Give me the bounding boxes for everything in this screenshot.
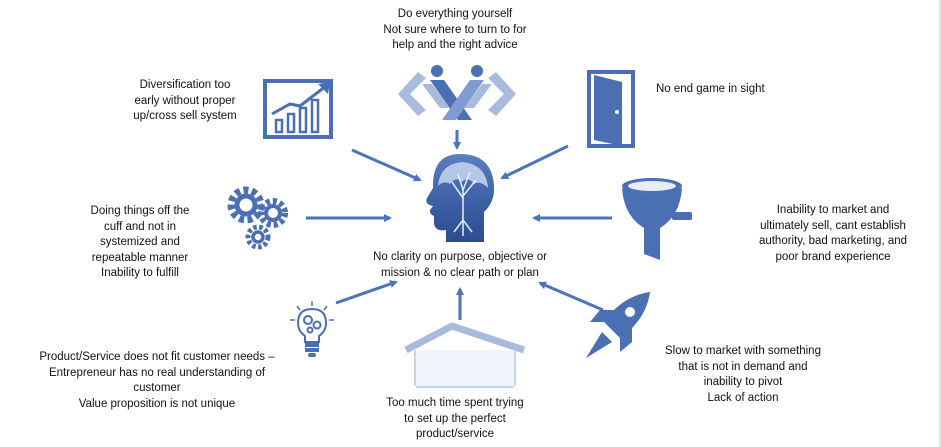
label-bottom-right-line: Slow to market with something (665, 345, 821, 357)
label-right-line: ultimately sell, cant establish (760, 219, 906, 232)
label-left-line: Inability to fulfill (101, 267, 179, 279)
house-icon (404, 322, 526, 388)
label-top-left-line: up/cross sell system (133, 110, 237, 122)
gears-icon (227, 186, 288, 250)
label-top-line: help and the right advice (392, 39, 518, 51)
label-top-left: Diversification too early without proper… (110, 78, 260, 125)
funnel-icon (622, 178, 692, 260)
label-bottom-right: Slow to market with something that is no… (648, 344, 838, 406)
label-center: No clarity on purpose, objective or miss… (352, 250, 568, 281)
label-right: Inability to market and ultimately sell,… (738, 203, 928, 265)
label-bottom-left-line: Entrepreneur has no real understanding o… (48, 366, 266, 379)
label-left-line: repeatable manner (91, 251, 189, 264)
head-tree-icon (426, 154, 495, 242)
label-left-line: Doing things off the (90, 205, 190, 217)
label-bottom-left-line: Value proposition is not unique (78, 397, 236, 410)
label-bottom-right-line: Lack of action (707, 391, 779, 404)
label-right-line: authority, bad marketing, and (758, 235, 908, 247)
label-left: Doing things off the cuff and not in sys… (70, 204, 210, 282)
label-top-right-line: No end game in sight (656, 83, 765, 95)
label-bottom-right-line: that is not in demand and (678, 360, 808, 373)
label-bottom-line: Too much time spent trying (386, 397, 524, 409)
right-border (939, 0, 941, 447)
label-right-line: Inability to market and (776, 204, 890, 216)
label-top-right: No end game in sight (656, 82, 776, 98)
label-center-line: No clarity on purpose, objective or (373, 251, 547, 263)
teamwork-icon (398, 65, 516, 120)
rocket-icon (586, 292, 650, 358)
label-right-line: poor brand experience (775, 250, 891, 263)
label-top: Do everything yourself Not sure where to… (355, 7, 555, 54)
label-top-line: Do everything yourself (397, 8, 513, 20)
label-bottom-right-line: inability to pivot (703, 376, 783, 388)
label-top-left-line: early without proper (134, 94, 236, 107)
label-bottom-left: Product/Service does not fit customer ne… (22, 350, 292, 412)
label-bottom: Too much time spent trying to set up the… (360, 396, 550, 443)
label-bottom-left-line: Product/Service does not fit customer ne… (39, 351, 275, 363)
arrow-top-right (500, 144, 569, 180)
label-bottom-line: to set up the perfect (404, 412, 506, 425)
arrow-top-left (351, 148, 422, 182)
label-left-line: systemized and (100, 236, 180, 248)
door-icon (587, 70, 635, 148)
lightbulb-icon (290, 301, 334, 357)
label-left-line: cuff and not in (103, 220, 177, 233)
label-top-line: Not sure where to turn to for (383, 23, 527, 36)
label-top-left-line: Diversification too (139, 79, 231, 91)
growth-chart-icon (263, 79, 333, 139)
label-bottom-line: product/service (416, 428, 494, 440)
arrow-bottom-right (538, 281, 604, 312)
label-bottom-left-line: customer (133, 382, 181, 394)
arrow-bottom-left (335, 280, 398, 305)
label-center-line: mission & no clear path or plan (381, 266, 539, 279)
